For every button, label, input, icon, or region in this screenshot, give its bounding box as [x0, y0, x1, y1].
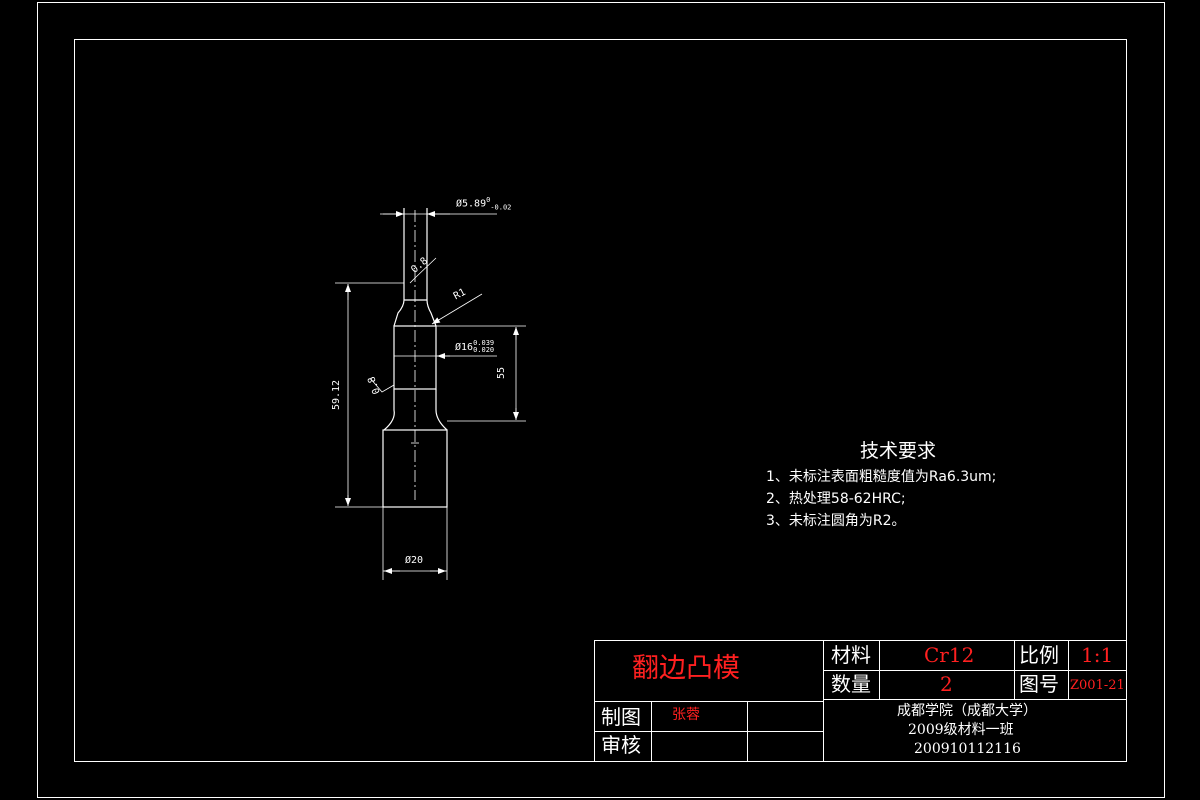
- class-name: 2009级材料一班: [908, 722, 1014, 738]
- drawn-by-value: 张蓉: [672, 707, 700, 723]
- material-value: Cr12: [924, 643, 975, 667]
- scale-value: 1:1: [1081, 643, 1114, 667]
- drawn-by-label: 制图: [601, 705, 641, 729]
- part-name: 翻边凸模: [632, 653, 740, 684]
- dim-base-diameter: Ø20: [405, 555, 424, 566]
- title-block-grid: [594, 640, 1127, 762]
- student-id: 200910112116: [914, 741, 1021, 757]
- quantity-value: 2: [940, 672, 953, 696]
- material-label: 材料: [831, 643, 871, 667]
- dim-height-total: 59.12: [331, 379, 343, 411]
- scale-label: 比例: [1019, 643, 1059, 667]
- drawing-no-label: 图号: [1019, 672, 1059, 696]
- dim-height-upper: 55: [496, 366, 508, 380]
- quantity-label: 数量: [831, 672, 871, 696]
- dimension-lines: [335, 208, 526, 580]
- school-name: 成都学院（成都大学）: [897, 703, 1037, 719]
- dim-top-diameter: Ø5.890-0.02: [456, 196, 512, 212]
- reviewed-by-label: 审核: [601, 733, 641, 757]
- outer-border: [37, 2, 1165, 798]
- tech-requirement-3: 3、未标注圆角为R2。: [766, 513, 906, 529]
- drawing-no-value: Z001-21: [1070, 678, 1125, 693]
- tech-requirement-2: 2、热处理58-62HRC;: [766, 491, 906, 507]
- tech-requirement-1: 1、未标注表面粗糙度值为Ra6.3um;: [766, 469, 997, 485]
- tech-requirements-title: 技术要求: [860, 440, 937, 462]
